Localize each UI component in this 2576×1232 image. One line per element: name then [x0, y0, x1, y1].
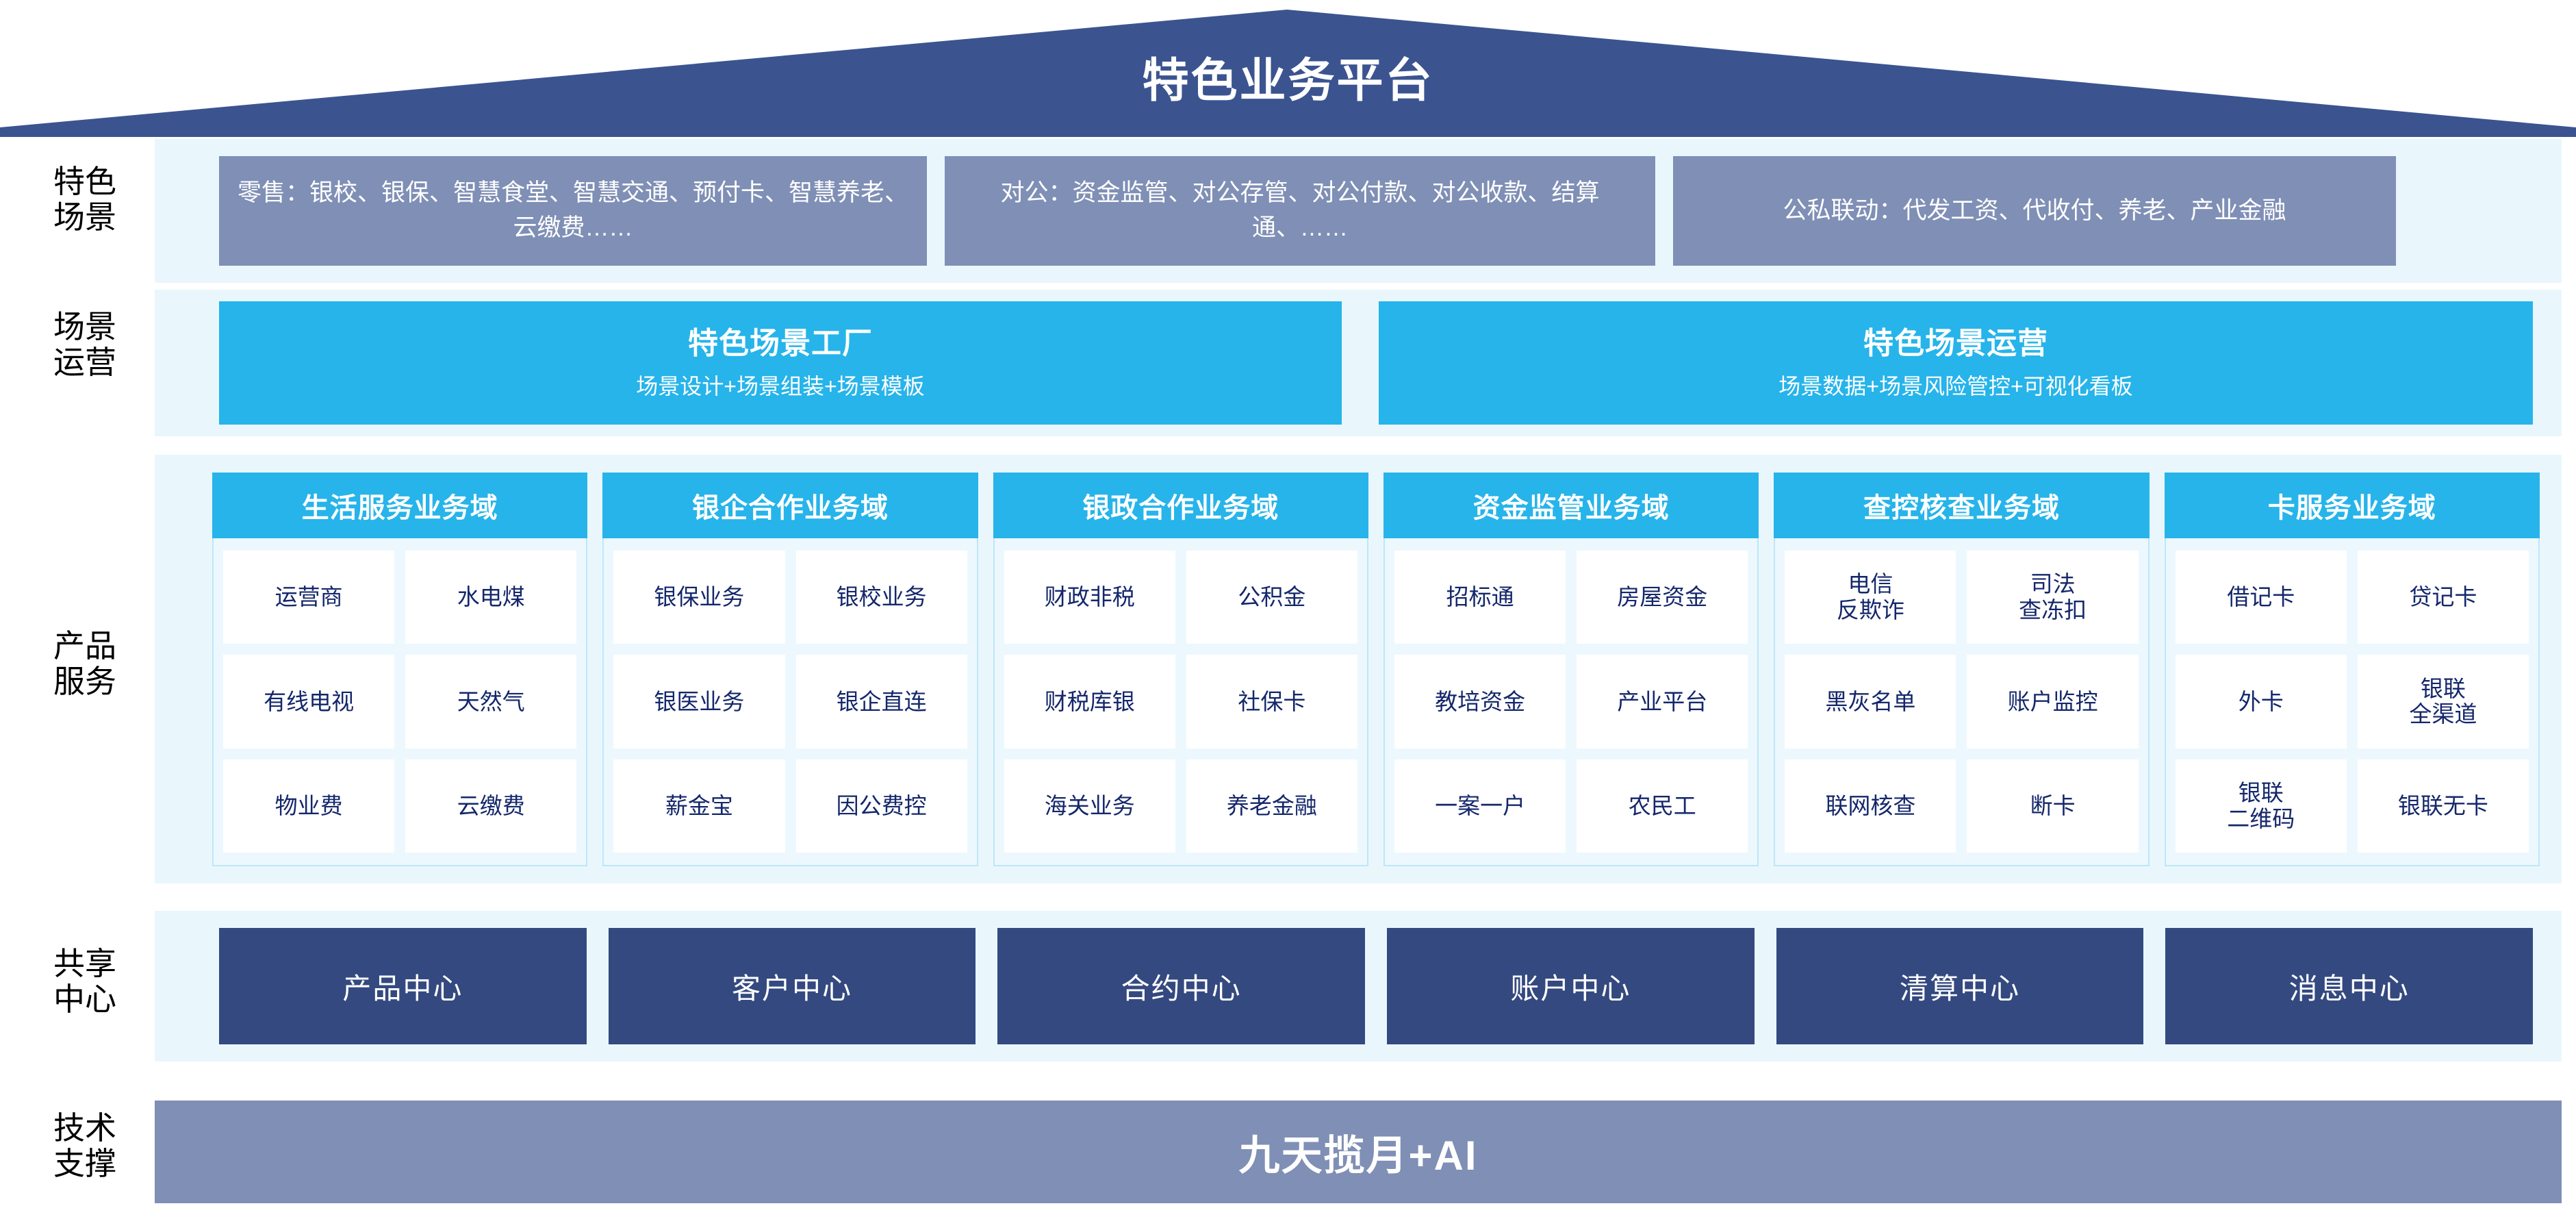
- business-domain-item[interactable]: 招标通: [1394, 551, 1566, 644]
- business-domain-item-row: 教培资金产业平台: [1394, 655, 1748, 749]
- business-domain-item[interactable]: 外卡: [2175, 655, 2347, 749]
- business-domain-items: 运营商水电煤有线电视天然气物业费云缴费: [212, 538, 588, 866]
- business-domain-item[interactable]: 社保卡: [1186, 655, 1357, 749]
- business-domain-title: 查控核查业务域: [1774, 473, 2150, 538]
- featured-scenes-row: 零售：银校、银保、智慧食堂、智慧交通、预付卡、智慧养老、云缴费…… 对公：资金监…: [219, 156, 2533, 266]
- business-domain-item-row: 海关业务养老金融: [1004, 759, 1357, 853]
- business-domain-item[interactable]: 账户监控: [1967, 655, 2139, 749]
- scene-operation-subtitle: 场景数据+场景风险管控+可视化看板: [1778, 374, 2133, 399]
- business-domain-item[interactable]: 银保业务: [613, 551, 785, 644]
- business-domain-item-row: 薪金宝因公费控: [613, 759, 967, 853]
- business-domain-column: 卡服务业务域借记卡贷记卡外卡银联 全渠道银联 二维码银联无卡: [2164, 473, 2540, 866]
- business-domain-row: 生活服务业务域运营商水电煤有线电视天然气物业费云缴费银企合作业务域银保业务银校业…: [212, 473, 2540, 866]
- shared-center-box[interactable]: 客户中心: [608, 928, 976, 1044]
- platform-roof-banner: 特色业务平台: [0, 0, 2576, 137]
- scene-box-corporate[interactable]: 对公：资金监管、对公存管、对公付款、对公收款、结算通、……: [945, 156, 1655, 266]
- business-domain-item-row: 联网核查断卡: [1785, 759, 2139, 853]
- business-domain-item[interactable]: 黑灰名单: [1785, 655, 1956, 749]
- business-domain-items: 电信 反欺诈司法 查冻扣黑灰名单账户监控联网核查断卡: [1774, 538, 2150, 866]
- scene-box-linkage[interactable]: 公私联动：代发工资、代收付、养老、产业金融: [1673, 156, 2396, 266]
- business-domain-item-row: 财政非税公积金: [1004, 551, 1357, 644]
- business-domain-item[interactable]: 银企直连: [795, 655, 967, 749]
- business-domain-item[interactable]: 一案一户: [1394, 759, 1566, 853]
- business-domain-column: 资金监管业务域招标通房屋资金教培资金产业平台一案一户农民工: [1383, 473, 1759, 866]
- business-domain-item-row: 黑灰名单账户监控: [1785, 655, 2139, 749]
- business-domain-item[interactable]: 有线电视: [223, 655, 395, 749]
- business-domain-item[interactable]: 云缴费: [405, 759, 577, 853]
- scene-operation-card[interactable]: 特色场景运营 场景数据+场景风险管控+可视化看板: [1379, 301, 2533, 425]
- business-domain-column: 银企合作业务域银保业务银校业务银医业务银企直连薪金宝因公费控: [602, 473, 978, 866]
- business-domain-item[interactable]: 银联无卡: [2357, 759, 2529, 853]
- shared-center-row: 产品中心客户中心合约中心账户中心清算中心消息中心: [219, 928, 2534, 1044]
- business-domain-items: 财政非税公积金财税库银社保卡海关业务养老金融: [993, 538, 1368, 866]
- business-domain-item[interactable]: 水电煤: [405, 551, 577, 644]
- business-domain-item-row: 运营商水电煤: [223, 551, 577, 644]
- business-domain-item[interactable]: 养老金融: [1186, 759, 1357, 853]
- business-domain-item[interactable]: 银联 二维码: [2175, 759, 2347, 853]
- business-domain-items: 银保业务银校业务银医业务银企直连薪金宝因公费控: [602, 538, 978, 866]
- business-domain-item[interactable]: 电信 反欺诈: [1785, 551, 1956, 644]
- business-domain-item[interactable]: 财税库银: [1004, 655, 1175, 749]
- business-domain-item-row: 招标通房屋资金: [1394, 551, 1748, 644]
- business-domain-item-row: 一案一户农民工: [1394, 759, 1748, 853]
- business-domain-items: 借记卡贷记卡外卡银联 全渠道银联 二维码银联无卡: [2164, 538, 2540, 866]
- side-label-featured-scenes: 特色 场景: [53, 164, 116, 235]
- side-label-shared-center: 共享 中心: [53, 946, 116, 1017]
- shared-center-box[interactable]: 消息中心: [2165, 928, 2534, 1044]
- scene-box-retail[interactable]: 零售：银校、银保、智慧食堂、智慧交通、预付卡、智慧养老、云缴费……: [219, 156, 927, 266]
- shared-center-box[interactable]: 清算中心: [1776, 928, 2144, 1044]
- business-domain-item[interactable]: 房屋资金: [1577, 551, 1748, 644]
- business-domain-item-row: 物业费云缴费: [223, 759, 577, 853]
- scene-factory-card[interactable]: 特色场景工厂 场景设计+场景组装+场景模板: [219, 301, 1342, 425]
- business-domain-item[interactable]: 断卡: [1967, 759, 2139, 853]
- business-domain-item[interactable]: 运营商: [223, 551, 395, 644]
- tech-support-bar: 九天揽月+AI: [155, 1101, 2562, 1203]
- business-domain-item-row: 有线电视天然气: [223, 655, 577, 749]
- business-domain-column: 生活服务业务域运营商水电煤有线电视天然气物业费云缴费: [212, 473, 588, 866]
- business-domain-item[interactable]: 公积金: [1186, 551, 1357, 644]
- business-domain-title: 卡服务业务域: [2164, 473, 2540, 538]
- business-domain-item-row: 外卡银联 全渠道: [2175, 655, 2529, 749]
- business-domain-item-row: 银医业务银企直连: [613, 655, 967, 749]
- business-domain-item-row: 银保业务银校业务: [613, 551, 967, 644]
- business-domain-item[interactable]: 天然气: [405, 655, 577, 749]
- scene-factory-subtitle: 场景设计+场景组装+场景模板: [636, 374, 925, 399]
- business-domain-item[interactable]: 财政非税: [1004, 551, 1175, 644]
- scene-factory-title: 特色场景工厂: [688, 327, 873, 361]
- business-domain-item[interactable]: 教培资金: [1394, 655, 1566, 749]
- business-domain-column: 银政合作业务域财政非税公积金财税库银社保卡海关业务养老金融: [993, 473, 1368, 866]
- scene-operation-row: 特色场景工厂 场景设计+场景组装+场景模板 特色场景运营 场景数据+场景风险管控…: [219, 301, 2533, 425]
- business-domain-item[interactable]: 银医业务: [613, 655, 785, 749]
- scene-operation-title: 特色场景运营: [1863, 327, 2048, 361]
- shared-center-box[interactable]: 合约中心: [997, 928, 1366, 1044]
- business-domain-item[interactable]: 银校业务: [795, 551, 967, 644]
- business-domain-item[interactable]: 因公费控: [795, 759, 967, 853]
- business-domain-item-row: 电信 反欺诈司法 查冻扣: [1785, 551, 2139, 644]
- shared-center-box[interactable]: 账户中心: [1387, 928, 1755, 1044]
- business-domain-item[interactable]: 贷记卡: [2357, 551, 2529, 644]
- business-domain-title: 银政合作业务域: [993, 473, 1368, 538]
- business-domain-title: 生活服务业务域: [212, 473, 588, 538]
- business-domain-item[interactable]: 海关业务: [1004, 759, 1175, 853]
- business-domain-item[interactable]: 联网核查: [1785, 759, 1956, 853]
- business-domain-items: 招标通房屋资金教培资金产业平台一案一户农民工: [1383, 538, 1759, 866]
- side-label-scene-operation: 场景 运营: [53, 309, 116, 380]
- business-domain-item-row: 财税库银社保卡: [1004, 655, 1357, 749]
- business-domain-item[interactable]: 司法 查冻扣: [1967, 551, 2139, 644]
- business-domain-item[interactable]: 产业平台: [1577, 655, 1748, 749]
- side-label-product-service: 产品 服务: [53, 628, 116, 699]
- business-domain-title: 资金监管业务域: [1383, 473, 1759, 538]
- business-domain-item[interactable]: 薪金宝: [613, 759, 785, 853]
- business-domain-item[interactable]: 银联 全渠道: [2357, 655, 2529, 749]
- business-domain-column: 查控核查业务域电信 反欺诈司法 查冻扣黑灰名单账户监控联网核查断卡: [1774, 473, 2150, 866]
- shared-center-box[interactable]: 产品中心: [219, 928, 587, 1044]
- business-domain-item[interactable]: 借记卡: [2175, 551, 2347, 644]
- business-domain-item-row: 银联 二维码银联无卡: [2175, 759, 2529, 853]
- business-domain-item-row: 借记卡贷记卡: [2175, 551, 2529, 644]
- page-title: 特色业务平台: [1142, 55, 1434, 107]
- business-domain-item[interactable]: 物业费: [223, 759, 395, 853]
- business-domain-item[interactable]: 农民工: [1577, 759, 1748, 853]
- side-label-tech-support: 技术 支撑: [53, 1110, 116, 1181]
- business-domain-title: 银企合作业务域: [602, 473, 978, 538]
